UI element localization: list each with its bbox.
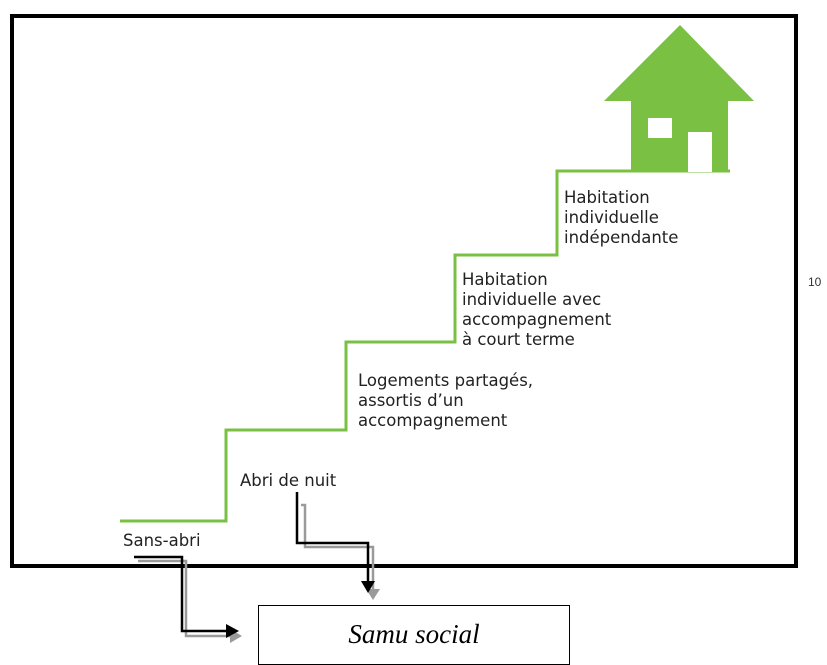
step-label-logements-partages: Logements partagés, assortis d’un accomp… xyxy=(358,371,534,430)
arrow-sans-abri-to-samu xyxy=(134,555,242,643)
staircase-line xyxy=(120,169,730,523)
page-number: 10 xyxy=(808,275,822,289)
house-icon xyxy=(604,25,754,172)
samu-social-box: Samu social xyxy=(258,605,570,665)
arrow-abri-de-nuit-to-samu xyxy=(295,492,380,600)
step-label-habitation-independante: Habitation individuelle indépendante xyxy=(564,188,679,247)
diagram-frame xyxy=(10,14,798,568)
step-label-habitation-accompagnement: Habitation individuelle avec accompagnem… xyxy=(462,270,612,349)
samu-social-label: Samu social xyxy=(348,619,480,649)
step-label-sans-abri: Sans-abri xyxy=(123,531,201,550)
step-label-abri-de-nuit: Abri de nuit xyxy=(240,471,337,490)
